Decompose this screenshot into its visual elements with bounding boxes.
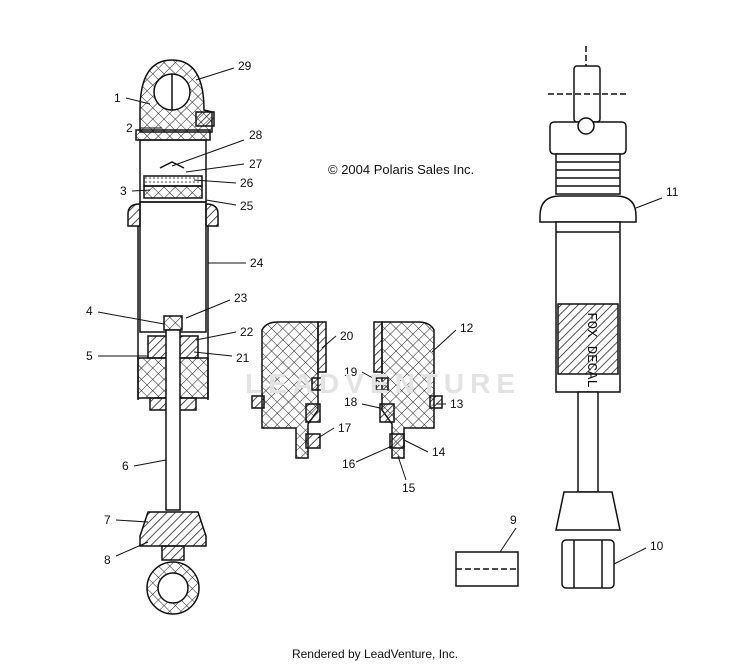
callout-21: 21 [236,351,250,365]
callout-25: 25 [240,199,254,213]
callout-6: 6 [122,459,129,473]
footer-credit: Rendered by LeadVenture, Inc. [291,647,459,661]
callout-15: 15 [402,481,416,495]
callout-8: 8 [104,553,111,567]
shock-cutaway-assembly [127,59,219,615]
callout-13: 13 [450,397,464,411]
callout-19: 19 [344,365,358,379]
fox-decal-text: FOX DECAL [583,312,599,388]
callout-12: 12 [460,321,474,335]
callout-1: 1 [114,91,121,105]
callout-24: 24 [250,256,264,270]
callout-26: 26 [240,176,254,190]
callout-14: 14 [432,445,446,459]
callout-5: 5 [86,349,93,363]
callout-7: 7 [104,513,111,527]
callout-29: 29 [238,59,252,73]
callout-3: 3 [120,184,127,198]
callout-10: 10 [650,539,664,553]
callout-28: 28 [249,128,263,142]
callout-17: 17 [338,421,352,435]
callout-27: 27 [249,157,263,171]
callout-labels: 29 1 2 28 27 26 3 25 24 23 4 22 5 21 6 7… [86,59,679,567]
callout-9: 9 [510,513,517,527]
copyright-text: © 2004 Polaris Sales Inc. [328,162,475,177]
callout-22: 22 [240,325,254,339]
shock-external-view [539,46,637,589]
callout-leaders [97,67,663,565]
bushing-part [455,551,519,587]
callout-11: 11 [666,185,679,199]
callout-4: 4 [86,304,93,318]
callout-18: 18 [344,395,358,409]
seal-head-cross-section [251,321,443,459]
callout-16: 16 [342,457,356,471]
callout-23: 23 [234,291,248,305]
callout-2: 2 [126,121,133,135]
callout-20: 20 [340,329,354,343]
watermark-text: LEADVENTURE [245,368,522,399]
